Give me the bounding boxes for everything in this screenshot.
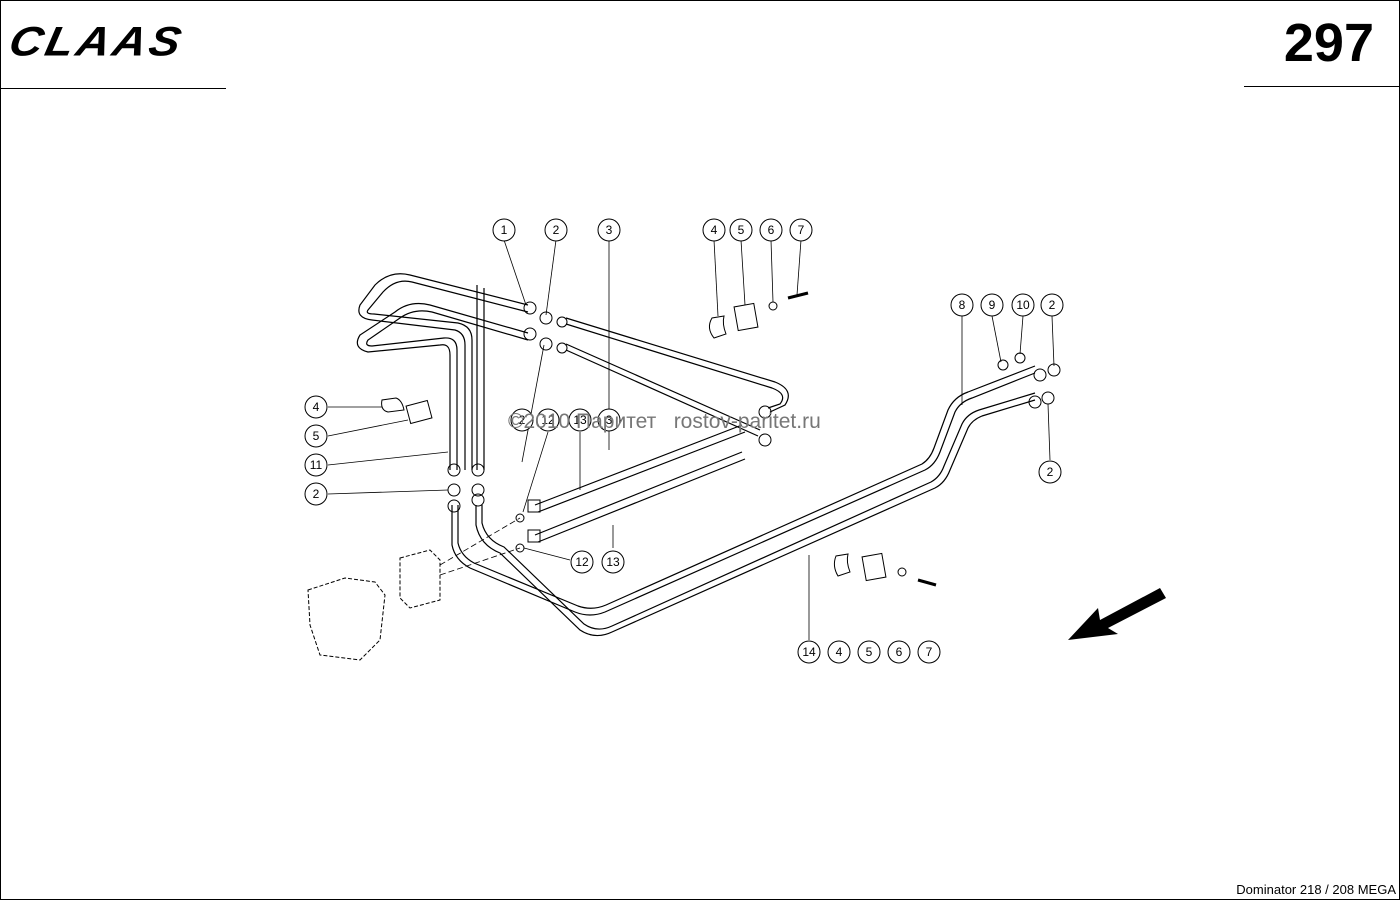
callout-9-8: 9 bbox=[980, 293, 1004, 317]
callout-2-10: 2 bbox=[1040, 293, 1064, 317]
callout-1-0: 1 bbox=[492, 218, 516, 242]
pipes-14 bbox=[451, 365, 1036, 637]
svg-text:2: 2 bbox=[519, 413, 526, 427]
callout-3-2: 3 bbox=[597, 218, 621, 242]
svg-text:3: 3 bbox=[606, 223, 613, 237]
svg-text:7: 7 bbox=[798, 223, 805, 237]
pump-body bbox=[307, 517, 521, 661]
footer-model: Dominator 218 / 208 MEGA bbox=[1236, 882, 1396, 897]
svg-text:1: 1 bbox=[501, 223, 508, 237]
watermark: ©2010 Паритет rostov-paritet.ru bbox=[508, 410, 821, 433]
upper-pipe-assembly bbox=[356, 273, 529, 470]
callout-2-1: 2 bbox=[544, 218, 568, 242]
callout-6-5: 6 bbox=[759, 218, 783, 242]
callout-8-7: 8 bbox=[950, 293, 974, 317]
svg-text:2: 2 bbox=[1049, 298, 1056, 312]
callout-12-18: 12 bbox=[570, 550, 594, 574]
callout-2-14: 2 bbox=[304, 482, 328, 506]
callout-3-x0: 3 bbox=[597, 408, 621, 432]
callout-6-23: 6 bbox=[887, 640, 911, 664]
svg-text:5: 5 bbox=[738, 223, 745, 237]
svg-text:7: 7 bbox=[926, 645, 933, 659]
page-number: 297 bbox=[1283, 13, 1374, 73]
svg-text:2: 2 bbox=[1047, 465, 1054, 479]
svg-text:12: 12 bbox=[541, 413, 555, 427]
hoses-13 bbox=[527, 424, 746, 543]
svg-text:6: 6 bbox=[896, 645, 903, 659]
hose-3 bbox=[565, 317, 789, 437]
callout-12-16: 12 bbox=[536, 408, 560, 432]
callout-13-19: 13 bbox=[601, 550, 625, 574]
callout-4-11: 4 bbox=[304, 395, 328, 419]
callout-5-22: 5 bbox=[857, 640, 881, 664]
callout-5-12: 5 bbox=[304, 424, 328, 448]
svg-text:10: 10 bbox=[1016, 298, 1030, 312]
svg-text:4: 4 bbox=[313, 400, 320, 414]
svg-text:5: 5 bbox=[313, 429, 320, 443]
callout-4-3: 4 bbox=[702, 218, 726, 242]
callout-14-20: 14 bbox=[797, 640, 821, 664]
callout-11-13: 11 bbox=[304, 453, 328, 477]
svg-text:11: 11 bbox=[310, 458, 323, 472]
callout-13-17: 13 bbox=[568, 408, 592, 432]
svg-text:13: 13 bbox=[606, 555, 620, 569]
svg-text:5: 5 bbox=[866, 645, 873, 659]
svg-text:3: 3 bbox=[606, 413, 613, 427]
svg-text:2: 2 bbox=[553, 223, 560, 237]
svg-text:14: 14 bbox=[802, 645, 816, 659]
svg-text:8: 8 bbox=[959, 298, 966, 312]
callout-10-9: 10 bbox=[1011, 293, 1035, 317]
svg-text:4: 4 bbox=[836, 645, 843, 659]
header-rule-left bbox=[0, 88, 226, 89]
svg-text:2: 2 bbox=[313, 487, 320, 501]
callout-2-15: 2 bbox=[510, 408, 534, 432]
callout-7-24: 7 bbox=[917, 640, 941, 664]
header-rule-right bbox=[1244, 86, 1400, 87]
callout-2-x1: 2 bbox=[1038, 460, 1062, 484]
svg-text:12: 12 bbox=[575, 555, 589, 569]
leader-lines bbox=[327, 239, 1055, 640]
callout-4-21: 4 bbox=[827, 640, 851, 664]
svg-text:4: 4 bbox=[711, 223, 718, 237]
svg-text:9: 9 bbox=[989, 298, 996, 312]
callout-7-6: 7 bbox=[789, 218, 813, 242]
direction-arrow-icon bbox=[1068, 588, 1166, 640]
svg-text:13: 13 bbox=[573, 413, 587, 427]
callout-5-4: 5 bbox=[729, 218, 753, 242]
svg-text:6: 6 bbox=[768, 223, 775, 237]
clamp-parts bbox=[381, 291, 937, 587]
